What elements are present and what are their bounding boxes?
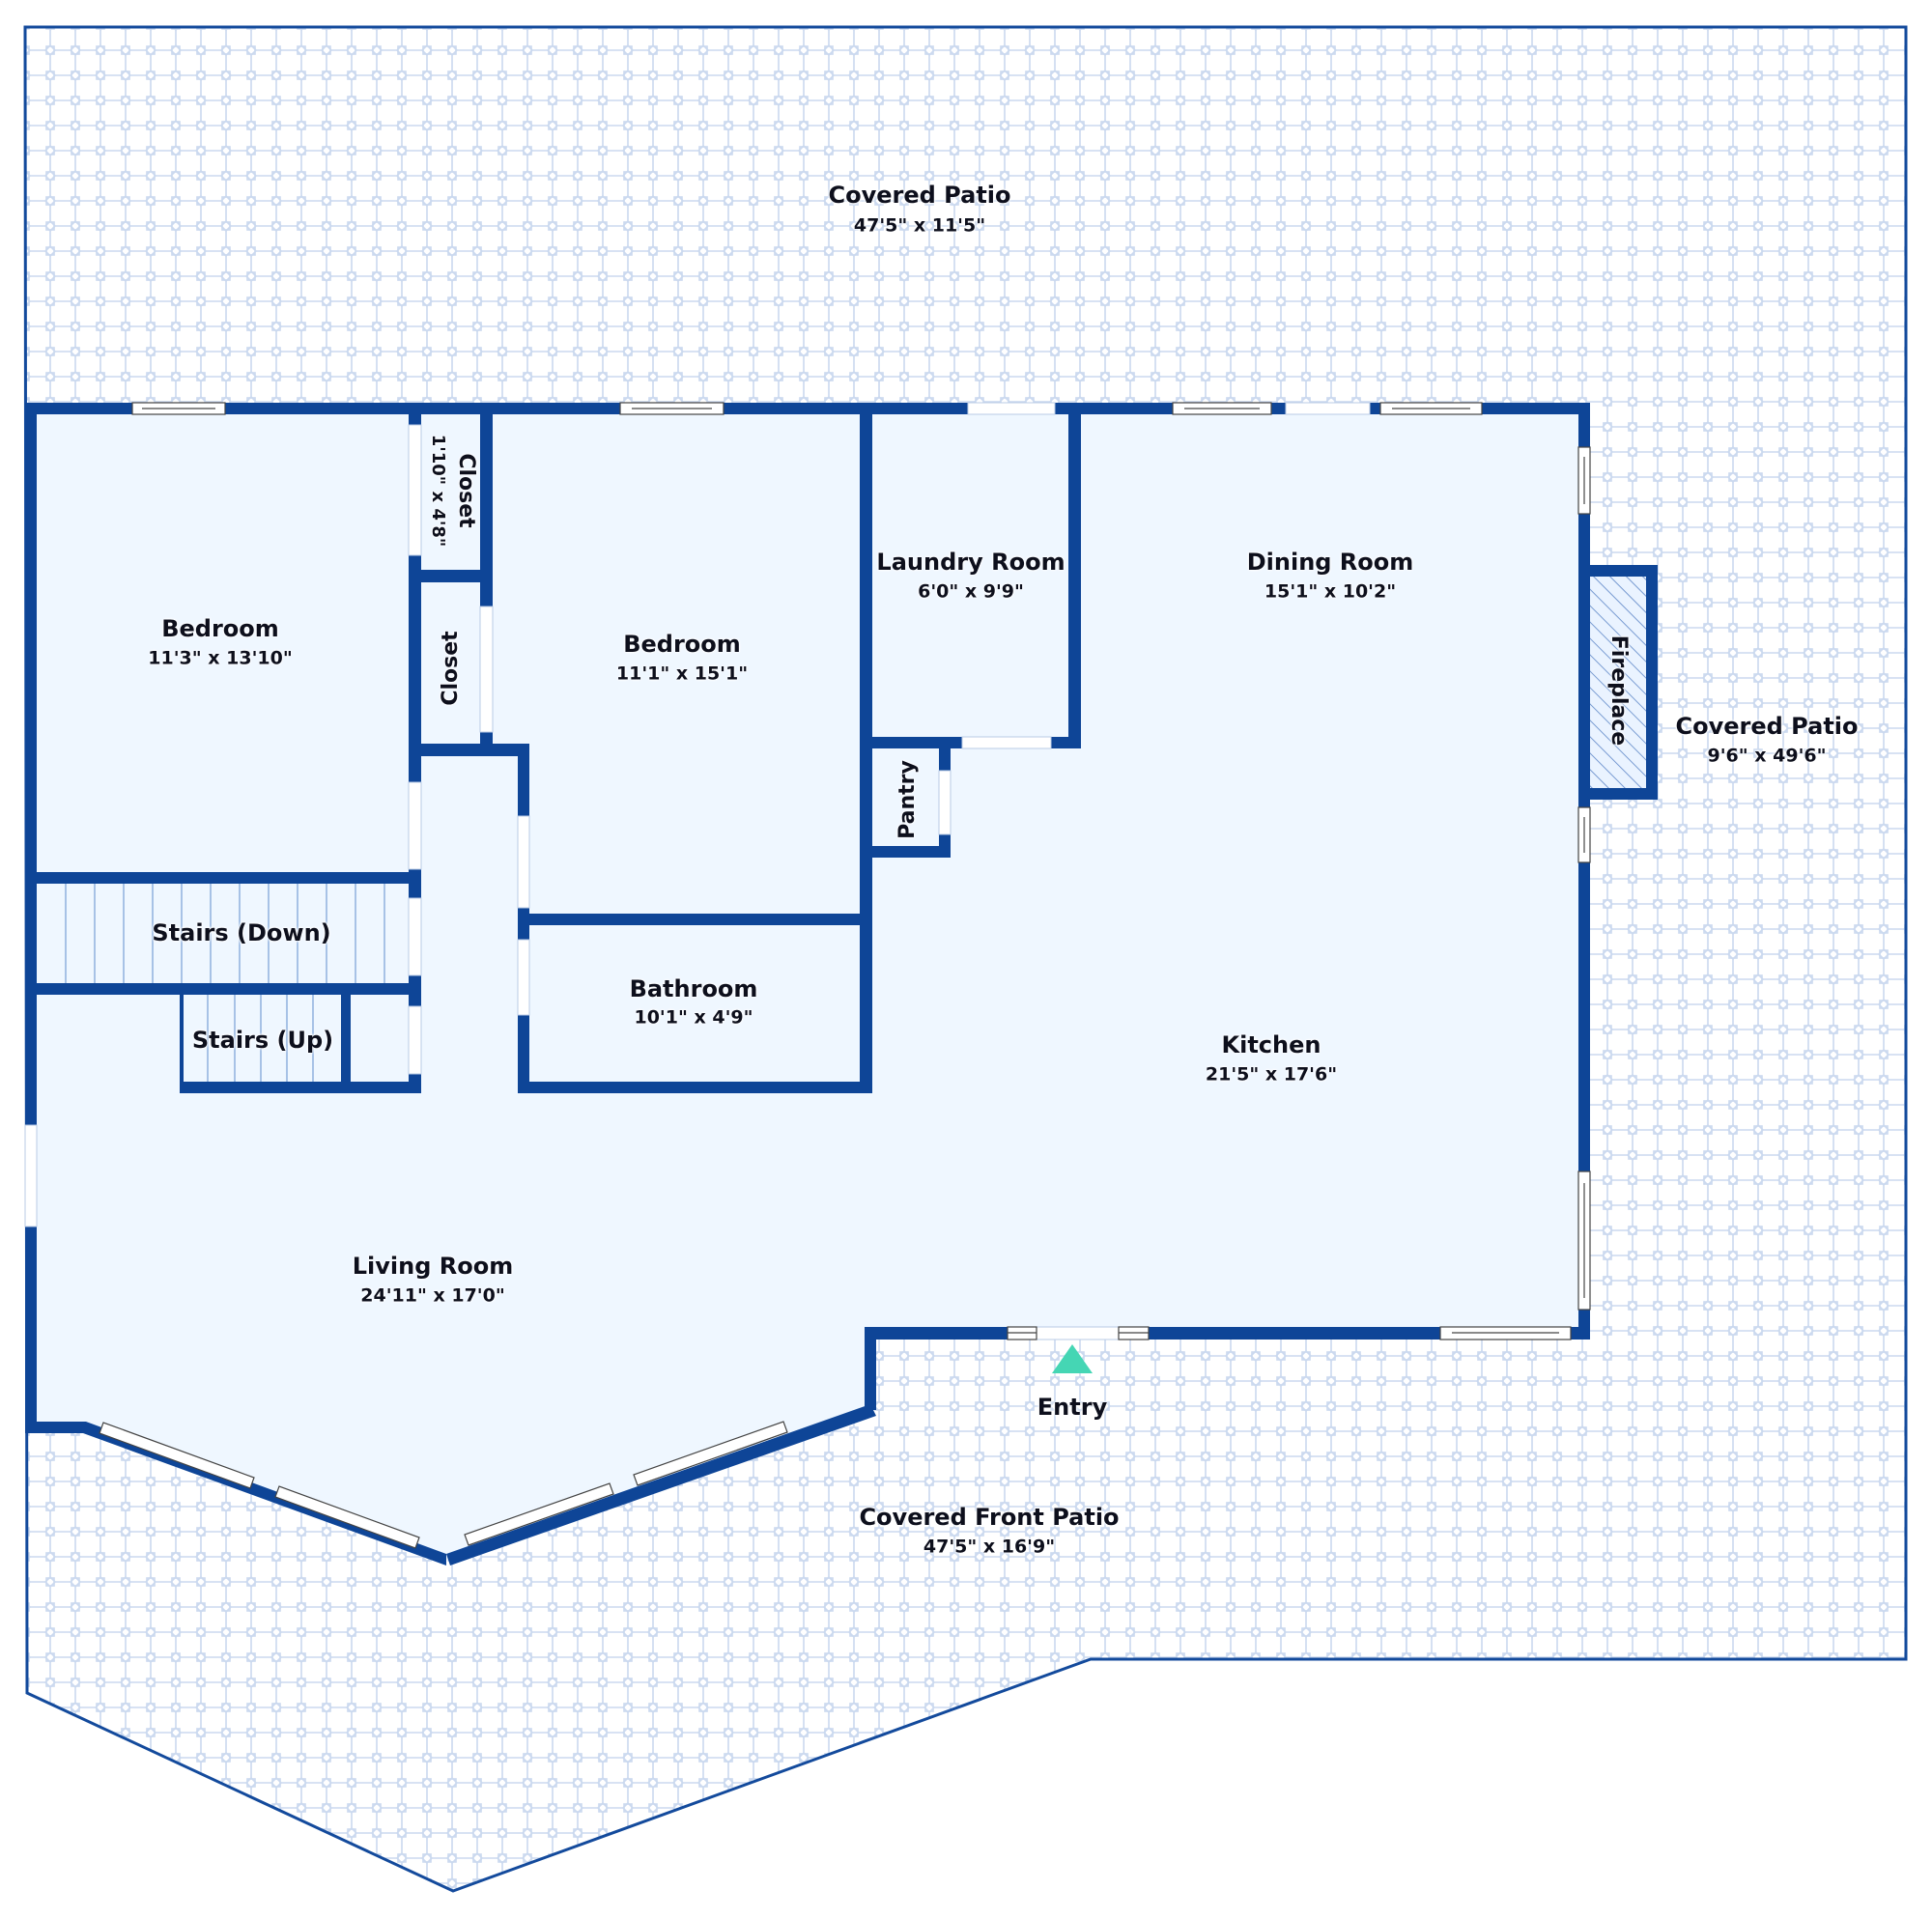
room-dims-bathroom: 10'1" x 4'9" — [634, 1006, 753, 1029]
room-label-bedroom-1: Bedroom — [161, 615, 279, 642]
stairs-down-treads — [65, 884, 385, 983]
room-dims-laundry-room: 6'0" x 9'9" — [918, 580, 1024, 603]
room-label-stairs-up: Stairs (Up) — [191, 1027, 334, 1054]
fireplace-hatch — [1590, 577, 1646, 788]
room-dims-covered-front-patio: 47'5" x 16'9" — [923, 1536, 1056, 1558]
room-label-dining-room: Dining Room — [1246, 549, 1414, 576]
doors — [24, 402, 1371, 1340]
room-label-kitchen: Kitchen — [1221, 1031, 1321, 1058]
room-dims-living-room: 24'11" x 17'0" — [360, 1284, 505, 1307]
room-label-fireplace: Fireplace — [1606, 635, 1631, 747]
room-dims-kitchen: 21'5" x 17'6" — [1205, 1063, 1338, 1086]
room-dims-covered-patio-right: 9'6" x 49'6" — [1707, 745, 1827, 767]
room-label-bathroom: Bathroom — [629, 975, 758, 1002]
room-dims-closet-1: 1'10" x 4'8" — [428, 434, 448, 548]
room-dims-dining-room: 15'1" x 10'2" — [1264, 580, 1397, 603]
room-label-covered-front-patio: Covered Front Patio — [859, 1504, 1120, 1531]
stairs-up-treads — [207, 995, 314, 1082]
room-label-laundry-room: Laundry Room — [876, 549, 1065, 576]
room-dims-bedroom-2: 11'1" x 15'1" — [615, 663, 749, 685]
entry-triangle-icon — [1052, 1344, 1093, 1373]
room-label-stairs-down: Stairs (Down) — [152, 919, 331, 946]
room-label-living-room: Living Room — [352, 1253, 514, 1280]
room-dims-covered-patio-top: 47'5" x 11'5" — [853, 214, 986, 237]
room-label-covered-patio-top: Covered Patio — [828, 182, 1011, 209]
room-label-bedroom-2: Bedroom — [623, 631, 741, 658]
room-label-covered-patio-right: Covered Patio — [1675, 713, 1859, 740]
room-label-closet-2: Closet — [439, 631, 463, 706]
room-label-pantry: Pantry — [895, 760, 920, 839]
windows — [99, 402, 1591, 1549]
room-label-closet-1: Closet — [454, 453, 478, 528]
room-dims-bedroom-1: 11'3" x 13'10" — [148, 647, 293, 669]
entry-label: Entry — [1037, 1394, 1108, 1421]
